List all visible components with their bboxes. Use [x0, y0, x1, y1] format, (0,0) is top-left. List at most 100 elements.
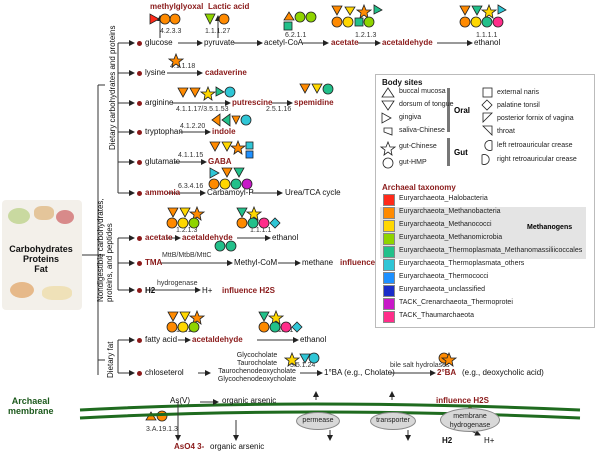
ec-number: 4.1.1.17/3.5.1.53	[176, 106, 229, 113]
taxon-label: Euryarchaeota_Thermoplasmata_others	[399, 260, 525, 267]
site-symbol	[331, 16, 343, 28]
legend-site-label: dorsum of tongue	[399, 101, 454, 108]
membrane-asv: As(V)	[170, 396, 190, 405]
pathway-dot	[137, 371, 142, 376]
legend-gut-label: Gut	[454, 148, 468, 157]
site-symbol	[269, 217, 281, 229]
legend-site-label: throat	[497, 128, 515, 135]
site-symbol	[245, 150, 254, 159]
metabolite-methylglyoxal: methylglyoxal	[150, 2, 204, 11]
metabolite-ethanol: ethanol	[300, 335, 327, 344]
metabolite-acetate: acetate	[145, 233, 173, 242]
taxon-label: Euryarchaeota_Methanomicrobia	[399, 234, 503, 241]
site-symbol	[283, 351, 301, 367]
site-symbol	[331, 5, 343, 16]
legend-site-label: gingiva	[399, 114, 422, 121]
taxon-swatch	[383, 194, 395, 206]
site-symbol	[167, 311, 179, 322]
legend-site-label: right retroauricular crease	[497, 156, 577, 163]
taxon-swatch	[383, 311, 395, 323]
methanogens-band	[380, 207, 586, 259]
legend-site-label: external naris	[497, 89, 540, 96]
left-title-line: Proteins	[22, 254, 59, 264]
ec-number: 3.5.1.24	[290, 362, 316, 369]
site-symbol	[373, 4, 383, 15]
site-symbol	[322, 83, 334, 95]
site-symbol	[280, 321, 292, 333]
metabolite-acetaldehyde: acetaldehyde	[382, 38, 433, 47]
legend-site-label: posterior fornix of vagina	[497, 115, 574, 122]
pathway-dot	[137, 236, 142, 241]
permease-label: permease	[302, 417, 334, 424]
site-symbol	[179, 207, 191, 218]
pathway-dot	[137, 130, 142, 135]
membrane-hplus: H+	[484, 436, 495, 445]
membrane-org-arsenic-top: organic arsenic	[222, 396, 277, 405]
ec-number: 1.1.1.1	[250, 227, 272, 234]
site-symbol	[258, 217, 270, 229]
pathway-dot	[137, 338, 142, 343]
site-symbol	[240, 114, 252, 126]
taxon-label: Euryarchaeota_Methanobacteria	[399, 208, 501, 215]
taxon-swatch	[383, 207, 395, 219]
site-symbol	[188, 321, 200, 333]
membrane-label-line: membrane	[8, 406, 54, 416]
site-symbol	[344, 6, 356, 16]
site-symbol	[188, 217, 200, 229]
pathway-dot	[137, 261, 142, 266]
ec-number: 4.1.2.20	[180, 123, 206, 130]
metabolite-acetate: acetate	[331, 38, 359, 47]
metabolite-ethanol: ethanol	[474, 38, 501, 47]
site-symbol	[166, 321, 178, 333]
site-symbol	[167, 207, 179, 218]
membrane-h2: H2	[442, 436, 453, 445]
site-symbol	[177, 321, 189, 333]
site-symbol	[204, 13, 216, 25]
site-symbol	[224, 86, 236, 98]
metabolite-fatty-acid: fatty acid	[145, 335, 178, 344]
food-item	[42, 286, 72, 300]
taxon-swatch	[383, 285, 395, 297]
legend-site-label: palatine tonsil	[497, 102, 540, 109]
site-symbol	[247, 217, 259, 229]
metabolite-h2: H2	[145, 286, 156, 295]
site-symbol	[305, 11, 317, 23]
site-symbol	[236, 217, 248, 229]
taxon-label: Euryarchaeota_Methanococci	[399, 221, 492, 228]
ec-number: 6.2.1.1	[285, 32, 307, 39]
influence-tmao: influence TMAO	[340, 258, 401, 267]
site-symbol	[299, 353, 311, 364]
food-item	[10, 282, 34, 298]
taxon-swatch	[383, 259, 395, 271]
influence-h2s: influence H2S	[222, 286, 275, 295]
site-symbol	[188, 309, 206, 325]
left-title: Carbohydrates Proteins Fat	[4, 244, 78, 274]
site-symbol	[189, 87, 201, 98]
taxon-label: Euryarchaeota_Thermoplasmata_Methanomass…	[399, 247, 583, 254]
legend-site-label: buccal mucosa	[399, 88, 446, 95]
metabolite-tma: TMA	[145, 258, 163, 267]
legend-taxonomy-title: Archaeal taxonomy	[382, 183, 456, 192]
transporter-label: transporter	[376, 417, 410, 424]
site-symbol	[214, 240, 226, 252]
site-symbol	[209, 167, 220, 179]
membrane-influence-h2s: influence H2S	[436, 396, 489, 405]
membrane-label-line: Archaeal	[11, 396, 50, 406]
site-symbol	[267, 309, 285, 325]
ec-number: 3.A.19.1.3	[146, 426, 178, 433]
metabolite-acetaldehyde: acetaldehyde	[182, 233, 233, 242]
food-item	[56, 210, 74, 224]
site-symbol	[283, 21, 293, 31]
pathway-dot	[137, 191, 142, 196]
pathway-dot	[137, 71, 142, 76]
bile-acid: Glycocholate	[236, 352, 278, 359]
legend-site-label: left retroauricular crease	[497, 142, 573, 149]
membrane-org-arsenic-bottom: organic arsenic	[210, 442, 265, 451]
site-symbol	[231, 115, 241, 125]
site-symbol	[459, 5, 471, 16]
pathway-dot	[137, 41, 142, 46]
metabolite-tryptophan: tryptophan	[145, 127, 183, 136]
bile-acid-list: Glycocholate Taurocholate Taurochenodeox…	[212, 352, 302, 384]
